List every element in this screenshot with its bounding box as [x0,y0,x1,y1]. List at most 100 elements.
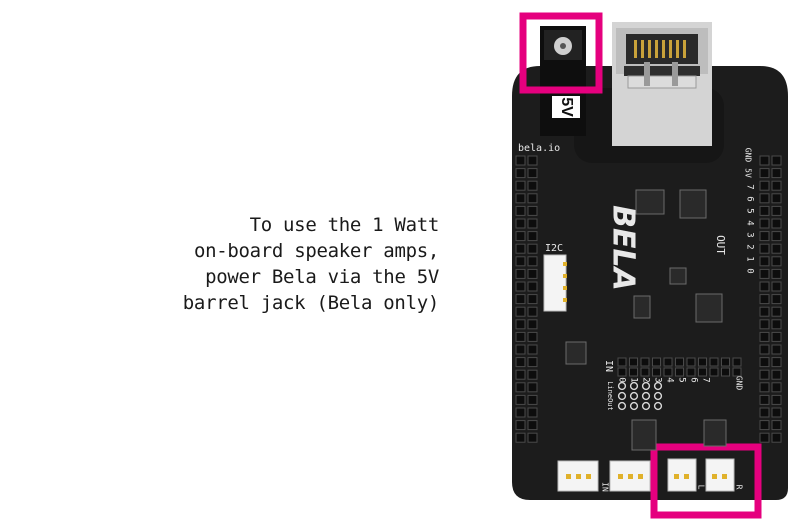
right-header [759,155,782,443]
in-header-pin [732,357,742,367]
in-pin-label: 3 [653,377,663,382]
header-pin [527,294,538,305]
speaker-r-label: R [735,485,744,490]
in-header-pin [629,357,638,367]
header-pin [759,420,770,431]
header-pin [527,319,538,330]
speaker-l-label: L [697,485,706,490]
header-pin [527,420,538,431]
in-header-pin [629,367,638,377]
header-pin [759,407,770,418]
caption-line: To use the 1 Watt [249,214,440,236]
gnd-label-top: GND [744,148,753,163]
header-pin [759,231,770,242]
bottom-connectors [557,458,735,492]
header-pin [759,180,770,191]
header-pin [771,420,782,431]
header-pin [527,231,538,242]
left-header [515,155,538,443]
i2c-label: I2C [545,243,563,254]
speaker-connectors-highlight [650,443,762,519]
lineout-label: LineOut [606,381,614,411]
bela-logo: BELA [606,205,641,291]
out-pin-labels: 7 6 5 4 3 2 1 0 [745,184,755,273]
ic-chips [565,189,727,451]
header-pin [771,331,782,342]
header-pin [759,357,770,368]
in-pin-label: 5 [677,377,687,382]
header-pin [515,319,526,330]
header-pin [759,281,770,292]
header-pin [527,357,538,368]
header-pin [515,268,526,279]
out-pin-label: 5 [745,208,755,213]
speaker-in-label: IN [601,482,610,492]
out-pin-label: 6 [745,196,755,201]
in-pin-label: 1 [629,377,639,382]
header-pin [515,357,526,368]
header-pin [527,432,538,443]
in-pin-label: 0 [617,377,627,382]
header-pin [759,319,770,330]
header-pin [759,205,770,216]
header-pin [515,281,526,292]
header-pin [771,268,782,279]
analog-pads [617,381,663,411]
analog-pad [629,381,639,391]
in-header-pin [663,367,673,377]
barrel-jack-5v: 5V [540,26,586,136]
analog-pad [617,391,627,401]
header-pin [771,319,782,330]
header-pin [527,369,538,380]
header-pin [771,243,782,254]
header-pin [515,168,526,179]
in-header-pin [698,357,707,367]
header-pin [771,193,782,204]
in-pin-label: 2 [641,377,651,382]
in-header-pin [721,367,730,377]
header-pin [759,268,770,279]
in-header-pin [709,357,719,367]
i2c-connector [543,254,567,312]
header-pin [771,394,782,405]
header-pin [527,155,538,166]
in-header-pin [732,367,742,377]
in-header-pin [617,357,627,367]
header-pin [759,382,770,393]
barrel-jack-label: 5V [558,97,575,117]
header-pin [527,168,538,179]
header-pin [515,205,526,216]
header-pin [527,394,538,405]
header-pin [759,243,770,254]
header-pin [771,180,782,191]
in-header-pin [640,357,650,367]
header-pin [527,281,538,292]
gnd-label-bottom: GND [735,376,744,391]
header-pin [515,420,526,431]
analog-pad [617,401,627,411]
header-pin [527,180,538,191]
in-pin-label: 7 [701,377,711,382]
header-pin [771,407,782,418]
out-pin-label: 2 [745,244,755,249]
header-pin [771,155,782,166]
header-pin [515,155,526,166]
header-pin [771,369,782,380]
header-pin [515,331,526,342]
analog-pad [641,401,651,411]
header-pin [759,218,770,229]
in-header-pin [640,367,650,377]
in-header [617,357,742,377]
barrel-jack-highlight [519,12,603,94]
speaker-left-connector [667,458,697,492]
header-pin [527,193,538,204]
header-pin [515,432,526,443]
caption-line: power Bela via the 5V [205,266,439,288]
in-header-pin [675,367,684,377]
in-label: IN [603,360,614,372]
header-pin [771,344,782,355]
header-pin [759,155,770,166]
header-pin [771,231,782,242]
speaker-right-connector [705,458,735,492]
